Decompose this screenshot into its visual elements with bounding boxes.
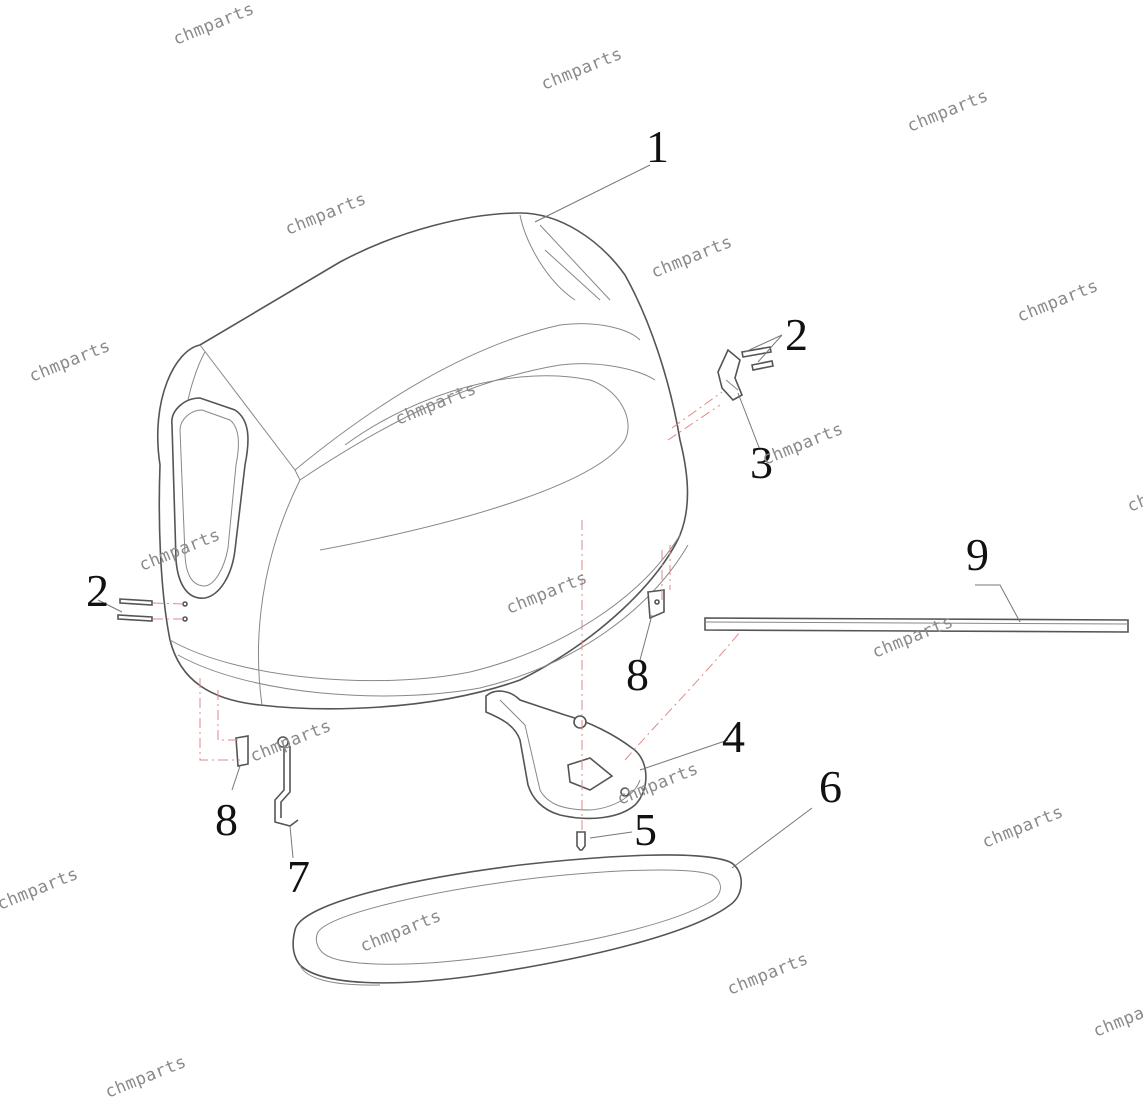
part-8-clip-right [647,589,665,620]
callout-2-right: 2 [785,309,808,360]
callout-4: 4 [722,711,745,762]
watermark: chmparts [282,189,369,240]
watermark: chmparts [1014,276,1101,327]
part-6-gasket-ring [292,854,743,986]
watermark: chmparts [247,716,334,767]
watermark: chmparts [724,949,811,1000]
watermark: chmparts [904,86,991,137]
part-2-screws-left [117,598,188,622]
part-2-screws-right [741,346,774,371]
callout-3: 3 [750,437,773,488]
watermark: chmparts [102,1052,189,1103]
callout-5: 5 [634,804,657,855]
watermark: chmparts [26,336,113,387]
watermark: chmparts [648,232,735,283]
assembly-lines [152,391,741,830]
callout-6: 6 [819,761,842,812]
watermark: chmparts [1090,991,1143,1042]
watermark: chmparts [979,802,1066,853]
callout-9: 9 [966,529,989,580]
part-9-rubber-strip [704,617,1129,633]
callout-8-left: 8 [215,794,238,845]
part-4-latch-lever [485,690,647,820]
part-3-hinge-bracket [717,348,744,402]
watermark: chmparts [538,44,625,95]
part-1-top-cowl [156,212,689,710]
callout-8-right: 8 [626,649,649,700]
watermark: chmparts [170,0,257,50]
part-5-screw [576,831,586,851]
watermark: chmparts [1124,466,1143,517]
callout-7: 7 [287,851,310,902]
part-8-clip-left [235,735,249,767]
watermark: chmparts [0,864,82,915]
leader-lines [97,164,1021,869]
callout-2-left: 2 [86,565,109,616]
part-7-latch-hook [274,736,299,827]
callout-1: 1 [646,121,669,172]
